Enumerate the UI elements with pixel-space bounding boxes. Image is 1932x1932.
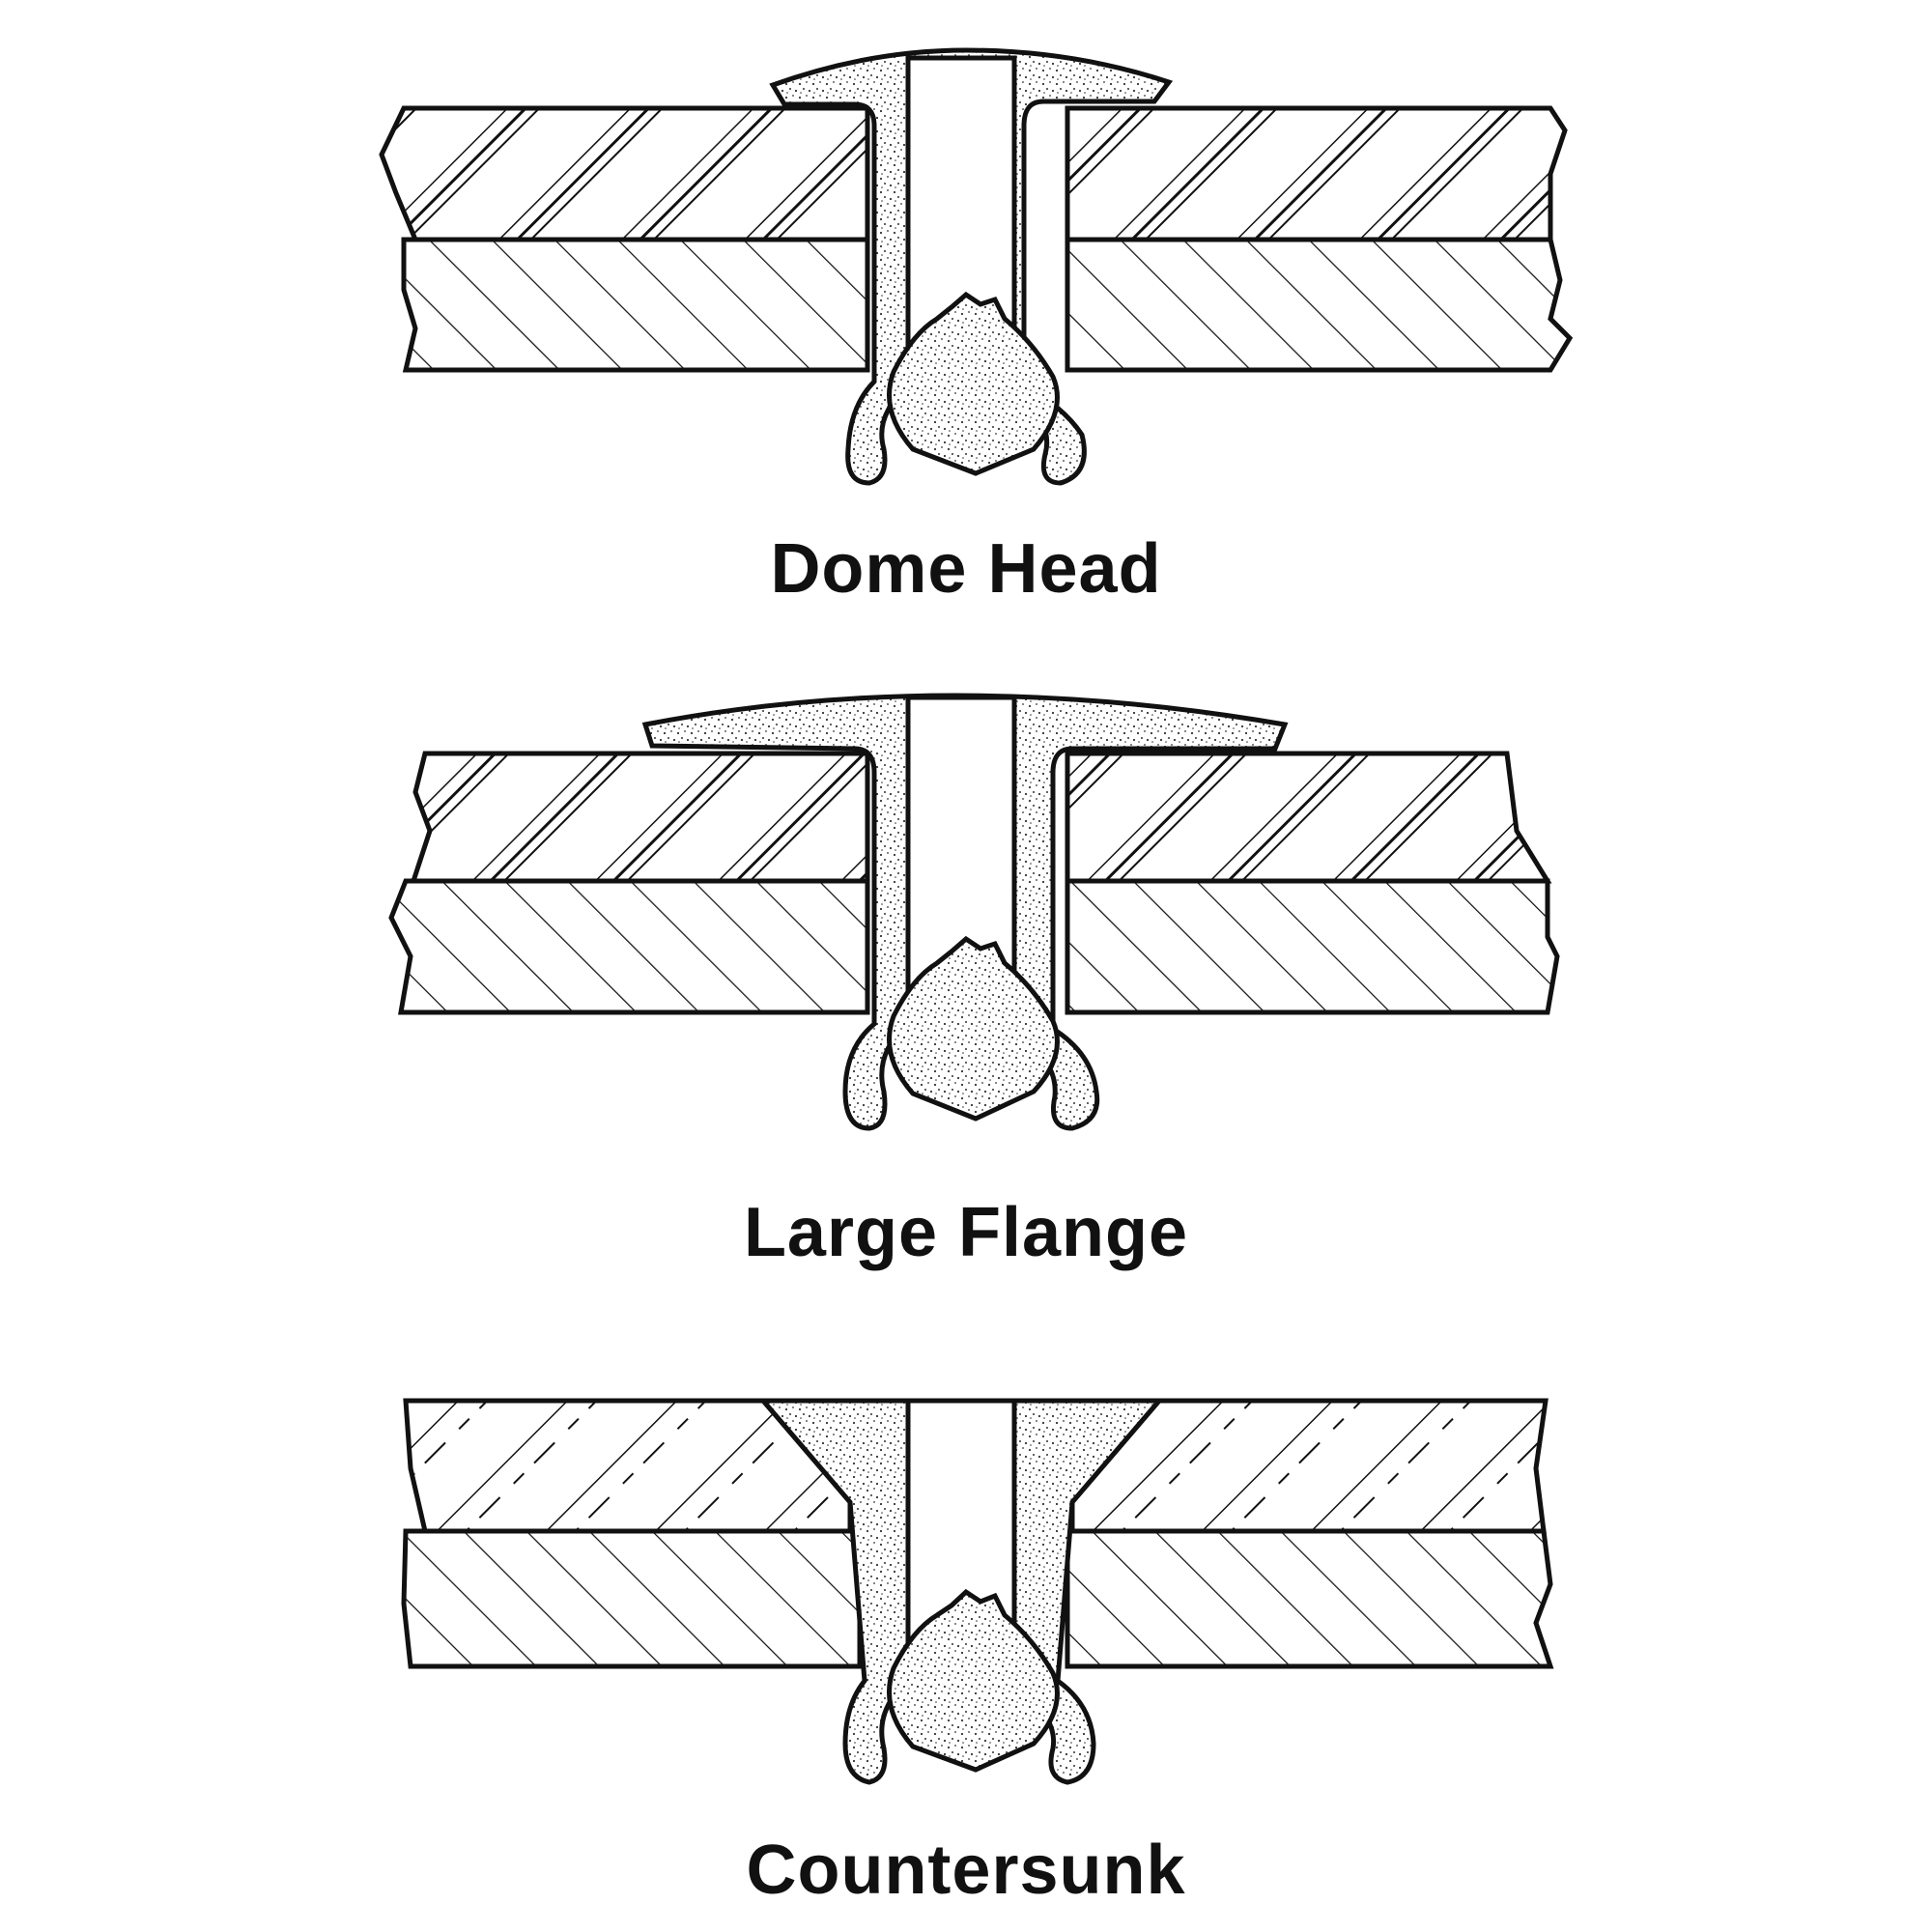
dome-head-panel (379, 47, 1574, 486)
large-flange-panel (388, 693, 1560, 1131)
caption-countersunk: Countersunk (746, 1832, 1186, 1909)
caption-large-flange: Large Flange (743, 1194, 1189, 1271)
countersunk-panel (401, 1398, 1554, 1785)
top-plate (410, 751, 1552, 884)
bottom-plate (388, 878, 1560, 1015)
mandrel-head (887, 1588, 1060, 1773)
caption-dome-head: Dome Head (770, 530, 1162, 608)
mandrel-head (887, 935, 1060, 1122)
bottom-plate (401, 1528, 1554, 1669)
bottom-plate (401, 237, 1574, 373)
mandrel-head (887, 291, 1060, 476)
